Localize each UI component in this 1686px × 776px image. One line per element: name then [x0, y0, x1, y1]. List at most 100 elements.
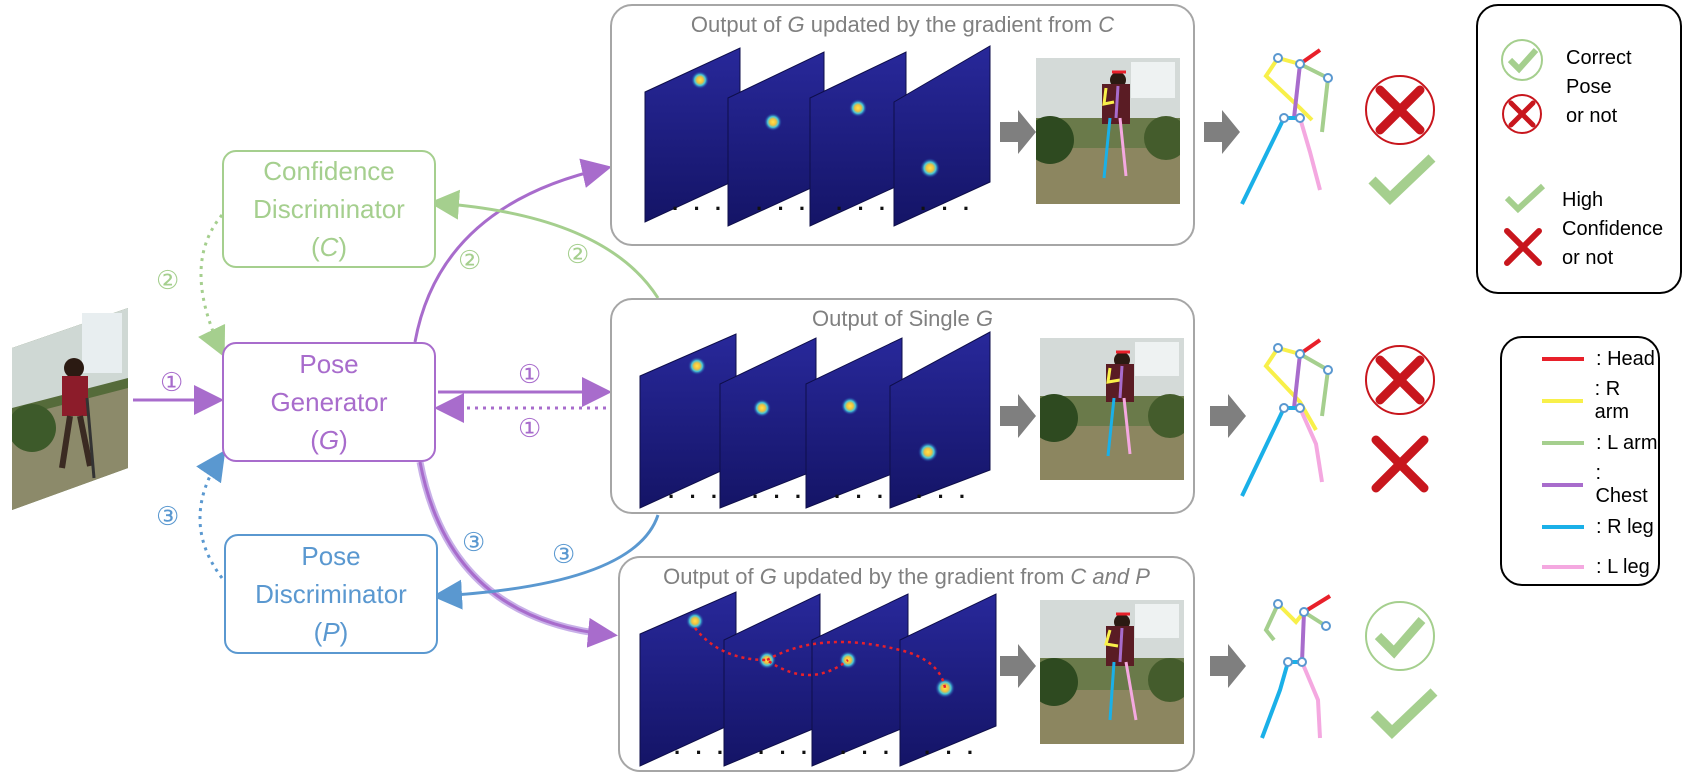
scene-photo-bottom	[1040, 600, 1184, 744]
legend-correct-text: Correct Pose or not	[1566, 47, 1632, 127]
scene-photo-middle	[1040, 338, 1184, 480]
block-label-line1: Pose	[301, 541, 361, 571]
gray-arrow	[1000, 394, 1036, 438]
block-label-line3: (P)	[313, 617, 349, 647]
legend-marks: Correct Pose or not High Confidence or n…	[1476, 4, 1682, 294]
heatmap-peak	[920, 158, 940, 178]
g-to-bottom-arrow	[418, 461, 618, 648]
block-label-line1: Pose	[299, 349, 359, 379]
step-label-2-right: ②	[566, 240, 590, 270]
heatmap-stack-middle	[639, 331, 991, 509]
input-image	[12, 308, 128, 510]
heatmap-peak	[935, 678, 955, 698]
heatmap-peak	[918, 442, 938, 462]
block-label-line3: (C)	[310, 232, 348, 262]
heatmap-stack-top	[644, 45, 991, 227]
ellipsis: · · ·	[836, 196, 891, 221]
step-label-1-back: ①	[518, 414, 542, 444]
legend-item-head: : Head	[1542, 344, 1655, 374]
ellipsis: · · ·	[672, 196, 727, 221]
confidence-discriminator-block: Confidence Discriminator (C)	[222, 150, 436, 268]
legend-item-chest: : Chest	[1542, 462, 1658, 507]
block-label-line2: Discriminator	[255, 579, 407, 609]
cross-icon	[1371, 435, 1429, 493]
heatmap-frame	[893, 45, 991, 227]
legend-item-l-leg: : L leg	[1542, 552, 1650, 582]
ellipsis: · · ·	[920, 196, 975, 221]
check-icon	[1504, 183, 1546, 214]
circled-check-icon	[1501, 39, 1543, 81]
step-label-3-left: ③	[462, 528, 486, 558]
ellipsis: · · ·	[674, 740, 729, 765]
ellipsis: · · ·	[756, 196, 811, 221]
middle-to-p-arrow	[432, 514, 660, 610]
panel-title: Output of G updated by the gradient from…	[663, 564, 1150, 589]
gray-arrow	[1210, 644, 1246, 688]
ellipsis: · · ·	[752, 484, 807, 509]
skeleton-middle	[1240, 338, 1333, 497]
ellipsis: · · ·	[668, 484, 723, 509]
skeleton-bottom	[1260, 594, 1332, 739]
heatmap-peak	[688, 357, 706, 375]
block-label-line2: Generator	[270, 387, 388, 417]
step-label-2-top: ②	[458, 246, 482, 276]
color-swatch	[1542, 357, 1584, 361]
panel-title: Output of Single G	[811, 306, 993, 331]
heatmap-frame	[889, 331, 991, 509]
legend-item-r-leg: : R leg	[1542, 512, 1654, 542]
step-label-2-c: ②	[156, 266, 180, 296]
color-swatch	[1542, 483, 1584, 487]
skeleton-top	[1240, 48, 1333, 205]
heatmap-frame	[805, 337, 903, 509]
gray-arrow	[1204, 110, 1240, 154]
heatmap-peak	[764, 113, 782, 131]
circled-cross-icon	[1502, 94, 1542, 134]
check-icon	[1368, 154, 1436, 205]
pose-discriminator-block: Pose Discriminator (P)	[224, 534, 438, 654]
heatmap-peak	[753, 399, 771, 417]
pose-generator-block: Pose Generator (G)	[222, 342, 436, 462]
gray-arrow	[1000, 110, 1036, 154]
block-label-line1: Confidence	[263, 156, 395, 186]
circled-cross-icon	[1365, 75, 1435, 145]
heatmap-stack-bottom	[639, 591, 997, 767]
gray-arrow	[1210, 394, 1246, 438]
legend-confidence-text: High Confidence or not	[1562, 189, 1664, 269]
legend-item-l-arm: : L arm	[1542, 428, 1658, 458]
gray-arrow	[1000, 644, 1036, 688]
color-swatch	[1542, 525, 1584, 529]
cross-icon	[1504, 228, 1542, 266]
step-label-3-p: ③	[156, 502, 180, 532]
check-icon	[1370, 688, 1438, 739]
c-to-g-dotted	[198, 214, 226, 358]
heatmap-peak	[849, 99, 867, 117]
color-swatch	[1542, 441, 1584, 445]
step-label-3-right: ③	[552, 540, 576, 570]
middle-to-c-arrow	[429, 189, 660, 299]
g-to-top-arrow	[413, 158, 612, 343]
heatmap-peak	[841, 397, 859, 415]
heatmap-peak	[686, 612, 704, 630]
block-label-line3: (G)	[310, 425, 348, 455]
color-swatch	[1542, 565, 1584, 569]
legend-limbs: : Head : R arm : L arm : Chest : R leg :…	[1500, 336, 1660, 586]
ellipsis: · · ·	[834, 484, 889, 509]
step-label-1-input: ①	[160, 368, 184, 398]
scene-photo-top	[1036, 58, 1180, 204]
ellipsis: · · ·	[840, 740, 895, 765]
ellipsis: · · ·	[924, 740, 979, 765]
color-swatch	[1542, 399, 1583, 403]
panel-arrows	[1000, 110, 1246, 688]
circled-cross-icon	[1365, 345, 1435, 415]
temporal-link	[694, 627, 849, 677]
circled-check-icon	[1365, 601, 1435, 671]
panel-title: Output of G updated by the gradient from…	[690, 12, 1115, 37]
ellipsis: · · ·	[758, 740, 813, 765]
p-to-g-dotted	[196, 450, 226, 579]
step-label-1-forward: ①	[518, 360, 542, 390]
ellipsis: · · ·	[916, 484, 971, 509]
heatmap-peak	[691, 71, 709, 89]
legend-item-r-arm: : R arm	[1542, 378, 1658, 423]
